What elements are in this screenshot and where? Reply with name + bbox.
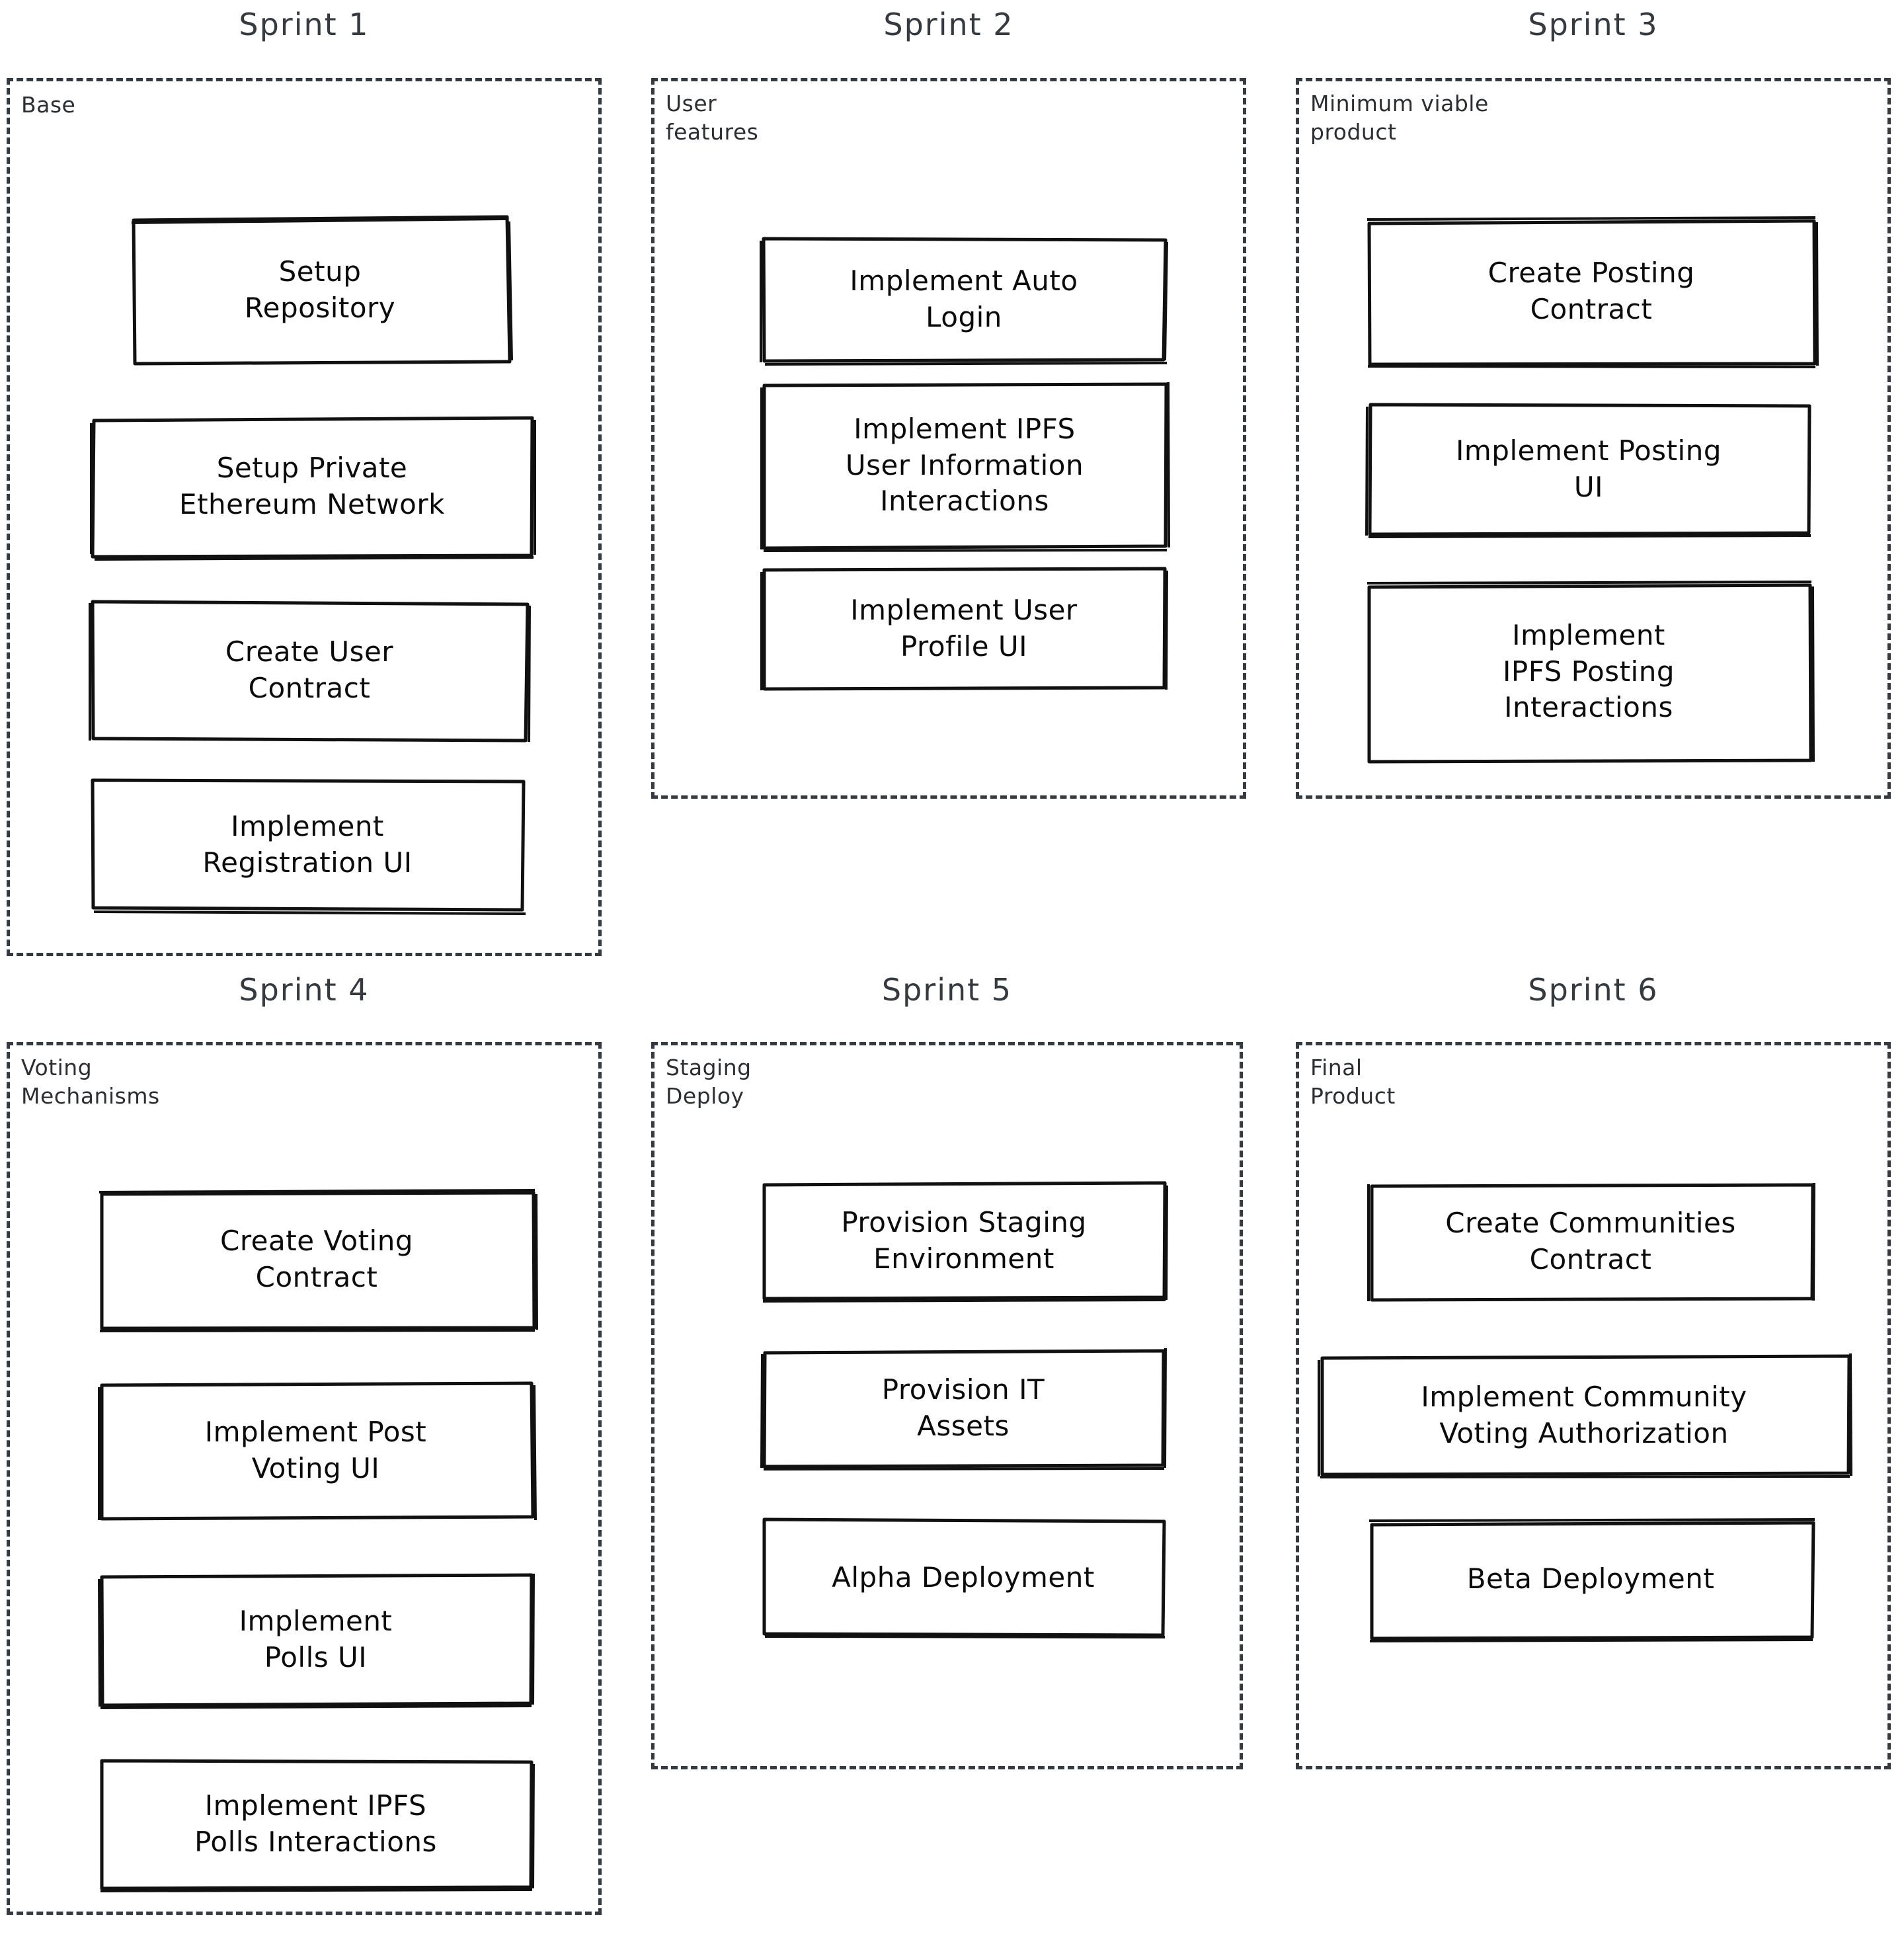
sprint-title-2: Sprint 2 [883, 7, 1014, 42]
sprint-title-6: Sprint 6 [1528, 972, 1659, 1008]
task-card-label: Implement IPFS Posting Interactions [1503, 619, 1675, 724]
sprint-group-label-6: Final Product [1310, 1055, 1396, 1109]
task-card[interactable]: Implement Registration UI [91, 778, 526, 915]
task-card[interactable]: Provision Staging Environment [762, 1181, 1168, 1303]
task-card[interactable]: Setup Private Ethereum Network [90, 416, 536, 561]
sprint-group-2: Sprint 2 User features Implement Auto Lo… [651, 7, 1246, 807]
sprint-group-5: Sprint 5 Staging Deploy Provision Stagin… [651, 972, 1243, 1785]
sprint-frame-6 [1296, 1042, 1891, 1769]
task-card-label: Implement IPFS User Information Interact… [845, 413, 1084, 518]
task-card-label: Setup Private Ethereum Network [179, 452, 445, 520]
task-card-label: Beta Deployment [1466, 1562, 1715, 1595]
task-card[interactable]: Create Voting Contract [99, 1189, 538, 1332]
task-card[interactable]: Implement Post Voting UI [98, 1381, 537, 1521]
sprint-frame-2 [651, 78, 1246, 799]
task-card-label: Implement Community Voting Authorization [1421, 1381, 1747, 1449]
sprint-group-6: Sprint 6 Final Product Create Communitie… [1296, 972, 1891, 1785]
sprint-title-1: Sprint 1 [239, 7, 370, 42]
task-card-label: Implement Polls UI [239, 1605, 393, 1674]
sprint-title-4: Sprint 4 [239, 972, 370, 1008]
sprint-frame-1 [7, 78, 602, 956]
sprint-group-4: Sprint 4 Voting Mechanisms Create Voting… [7, 972, 602, 1931]
task-card[interactable]: Implement IPFS User Information Interact… [760, 382, 1170, 552]
task-card-label: Create Posting Contract [1488, 257, 1695, 325]
sprint-group-label-2: User features [666, 91, 759, 145]
task-card[interactable]: Beta Deployment [1368, 1518, 1815, 1642]
sprint-frame-4 [7, 1042, 602, 1915]
task-card[interactable]: Implement Polls UI [98, 1573, 535, 1709]
task-card[interactable]: Implement Posting UI [1365, 403, 1811, 538]
sprint-group-1: Sprint 1 Base Setup Repository Setup Pri… [7, 7, 602, 959]
task-card-label: Implement Registration UI [202, 810, 413, 879]
task-card[interactable]: Create Communities Contract [1367, 1182, 1815, 1302]
task-card-label: Implement IPFS Polls Interactions [194, 1789, 437, 1858]
task-card[interactable]: Implement User Profile UI [760, 567, 1168, 691]
task-card-label: Implement Posting UI [1456, 434, 1722, 503]
sprint-frame-5 [651, 1042, 1243, 1769]
sprint-title-3: Sprint 3 [1528, 7, 1659, 42]
task-card-label: Create Communities Contract [1445, 1207, 1736, 1275]
task-card[interactable]: Create Posting Contract [1367, 216, 1819, 368]
task-card[interactable]: Implement Auto Login [760, 237, 1168, 366]
sprint-group-label-4: Voting Mechanisms [21, 1055, 160, 1109]
task-card[interactable]: Implement Community Voting Authorization [1318, 1353, 1852, 1478]
task-card-label: Provision IT Assets [881, 1373, 1045, 1442]
task-card-label: Implement User Profile UI [850, 594, 1078, 663]
task-card-label: Implement Post Voting UI [204, 1416, 427, 1484]
sprint-title-5: Sprint 5 [881, 972, 1013, 1008]
task-card-label: Setup Repository [244, 255, 396, 324]
sprint-group-label-3: Minimum viable product [1310, 91, 1489, 145]
task-card[interactable]: Implement IPFS Polls Interactions [99, 1759, 535, 1892]
task-card-label: Provision Staging Environment [841, 1206, 1087, 1275]
sprint-group-label-1: Base [21, 92, 76, 118]
task-card-label: Alpha Deployment [832, 1560, 1095, 1593]
task-card-label: Implement Auto Login [850, 264, 1078, 333]
task-card[interactable]: Create User Contract [89, 600, 531, 743]
sprint-group-label-5: Staging Deploy [666, 1055, 752, 1109]
sprint-group-3: Sprint 3 Minimum viable product Create P… [1296, 7, 1891, 807]
task-card[interactable]: Setup Repository [131, 215, 513, 366]
task-card[interactable]: Implement IPFS Posting Interactions [1367, 581, 1815, 764]
sprint-frame-3 [1296, 78, 1891, 799]
task-card-label: Create Voting Contract [220, 1225, 413, 1293]
task-card[interactable]: Alpha Deployment [762, 1517, 1166, 1638]
task-card-label: Create User Contract [225, 635, 394, 704]
task-card[interactable]: Provision IT Assets [760, 1348, 1167, 1471]
